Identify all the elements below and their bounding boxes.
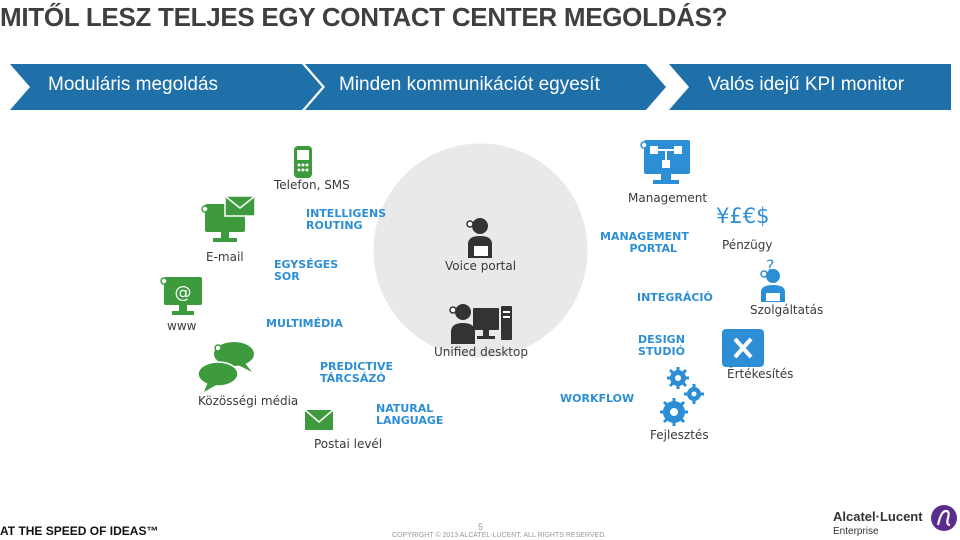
- label-service: Szolgáltatás: [750, 303, 824, 317]
- label-phone: Telefon, SMS: [274, 178, 350, 192]
- social-media-icon: [197, 342, 254, 392]
- envelope-icon: [304, 409, 334, 430]
- feature-workflow: WORKFLOW: [560, 392, 635, 405]
- feature-integration: INTEGRÁCIÓ: [637, 291, 713, 304]
- label-voice-portal: Voice portal: [445, 259, 517, 273]
- management-workflow-icon: [640, 140, 690, 184]
- page-title: MITŐL LESZ TELJES EGY CONTACT CENTER MEG…: [0, 2, 728, 32]
- chevron-3: [669, 64, 951, 110]
- label-social: Közösségi média: [198, 394, 299, 408]
- chevron-label-kpi: Valós idejű KPI monitor: [708, 74, 905, 95]
- label-unified-desktop: Unified desktop: [434, 345, 528, 359]
- feature-routing: INTELLIGENS ROUTING: [306, 207, 387, 232]
- www-monitor-icon: @: [160, 277, 202, 315]
- svg-text:@: @: [175, 283, 192, 303]
- gears-icon: [660, 367, 704, 426]
- feature-dialer: PREDICTIVE TÁRCSÁZÓ: [320, 360, 393, 385]
- question-mark: ?: [766, 256, 775, 275]
- feature-management-portal: MANAGEMENT PORTAL: [600, 230, 689, 255]
- alcatel-lucent-logo-icon: [931, 505, 957, 531]
- label-development: Fejlesztés: [650, 428, 709, 442]
- feature-design-studio: DESIGN STUDIÓ: [638, 333, 685, 358]
- label-management: Management: [628, 191, 708, 205]
- label-www: www: [167, 319, 197, 333]
- brand-name: Alcatel·Lucent: [833, 509, 923, 524]
- label-post: Postai levél: [314, 437, 383, 451]
- sales-x-icon: [722, 329, 764, 367]
- chevron-2: [305, 64, 666, 110]
- unified-desktop-icon: [449, 304, 512, 344]
- chevron-bar: [10, 64, 951, 110]
- feature-natural-language: NATURAL LANGUAGE: [376, 402, 444, 427]
- label-finance: Pénzügy: [722, 238, 773, 252]
- email-monitor-icon: [201, 195, 256, 242]
- chevron-label-unify: Minden kommunikációt egyesít: [339, 74, 600, 95]
- copyright-notice: COPYRIGHT © 2013 ALCATEL-LUCENT. ALL RIG…: [392, 532, 607, 539]
- agent-headset-icon: [466, 218, 492, 258]
- brand-subtitle: Enterprise: [833, 526, 879, 537]
- feature-multimedia: MULTIMÉDIA: [266, 317, 343, 330]
- chevron-label-modular: Moduláris megoldás: [48, 74, 219, 95]
- mobile-phone-icon: [294, 146, 312, 178]
- page-number: 5: [478, 522, 484, 532]
- footer-tagline: AT THE SPEED OF IDEAS™: [0, 524, 159, 538]
- chevron-1: [10, 64, 322, 110]
- service-agent-icon: [760, 269, 785, 302]
- feature-queue: EGYSÉGES SOR: [274, 258, 339, 283]
- label-email: E-mail: [206, 250, 244, 264]
- label-sales: Értékesítés: [727, 367, 794, 381]
- currency-symbols: ¥£€$: [716, 204, 770, 228]
